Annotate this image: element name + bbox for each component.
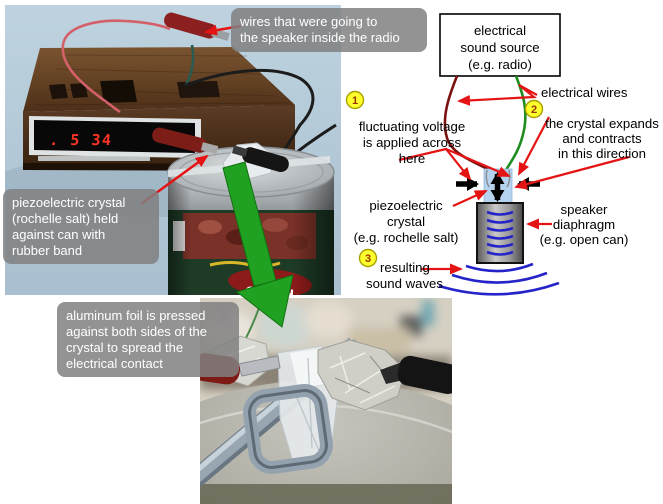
clock-digits: . 5 34	[49, 131, 113, 149]
step-circles: 1 2 3	[345, 90, 544, 268]
step2-line2: and contracts	[562, 131, 642, 146]
radio-slot	[177, 81, 220, 98]
step1-line2: is applied across	[363, 135, 462, 150]
crystal-caption-line4: rubber band	[12, 242, 83, 258]
foil-caption-line1: aluminum foil is pressed	[66, 308, 206, 323]
crystal-rect	[483, 168, 513, 207]
foil-caption-line4: electrical contact	[66, 355, 163, 371]
step3-line1: resulting	[380, 260, 430, 275]
diaphragm-cylinder	[476, 202, 524, 264]
crystal-label-line1: piezoelectric	[369, 198, 443, 213]
arrow-voltage-right	[445, 147, 511, 178]
crystal-label-line3: (e.g. rochelle salt)	[354, 230, 459, 245]
step-number-2: 2	[531, 104, 537, 116]
annotation-arrows	[398, 84, 630, 275]
crystal-caption-label: piezoelectric crystal (rochelle salt) he…	[3, 189, 159, 265]
step-circle-2	[524, 99, 544, 119]
crystal-caption-line1: piezoelectric crystal	[12, 195, 126, 210]
step1-line3: here	[399, 151, 425, 166]
foil-caption-label: aluminum foil is pressed against both si…	[57, 302, 239, 378]
step1-line1: fluctuating voltage	[359, 119, 465, 134]
source-box-line1: electrical	[474, 23, 526, 38]
wire-green	[504, 75, 527, 171]
step-number-1: 1	[352, 95, 358, 107]
clock-display	[34, 120, 195, 153]
schematic-diagram: electrical sound source (e.g. radio)	[345, 13, 659, 296]
motion-arrows	[456, 172, 540, 202]
vibration-lines	[486, 210, 514, 256]
foil-caption-line2: against both sides of the	[66, 323, 207, 339]
wires-caption-line2: the speaker inside the radio	[240, 29, 400, 45]
wires-caption-label: wires that were going to the speaker ins…	[231, 8, 427, 52]
sound-source-box	[439, 13, 561, 77]
black-clip-on-can	[231, 145, 289, 173]
source-box-line3: (e.g. radio)	[468, 57, 532, 72]
step3-line2: sound waves	[366, 276, 443, 291]
source-box-line2: sound source	[460, 40, 539, 55]
diaphragm-label-line3: (e.g. open can)	[540, 232, 629, 247]
arrow-direction-short	[518, 116, 550, 176]
electrical-wires-label: electrical wires	[541, 85, 628, 100]
arrow-electrical-wires	[457, 84, 538, 106]
wires-caption-line1: wires that were going to	[240, 14, 378, 29]
black-wire-loop	[185, 68, 315, 161]
crystal-caption-line2: (rochelle salt) held	[12, 210, 119, 226]
diaphragm-label-line1: speaker	[561, 202, 609, 217]
crystal-label-line2: crystal	[387, 214, 425, 229]
step2-line1: the crystal expands	[545, 116, 659, 131]
radio-speaker-opening	[100, 80, 137, 103]
foil-caption-line3: crystal to spread the	[66, 339, 184, 355]
red-speaker-wire	[61, 19, 171, 114]
crystal-caption-line3: against can with	[12, 226, 106, 242]
diaphragm-label-line2: diaphragm	[553, 217, 615, 232]
sound-wave-arcs	[438, 262, 560, 296]
teal-speaker-wire	[184, 44, 195, 86]
radio-vent-slot	[70, 83, 88, 98]
handle-loop	[243, 384, 333, 474]
step2-line3: in this direction	[558, 146, 646, 161]
arrow-voltage-left	[398, 147, 472, 181]
arrow-crystal-label	[452, 189, 488, 208]
arrow-direction-long	[514, 155, 630, 190]
wire-dark-red	[443, 75, 490, 172]
radio-vent-slot	[49, 84, 68, 99]
step-number-3: 3	[365, 253, 371, 265]
step-circle-3	[358, 248, 378, 268]
display-caption-strip	[38, 156, 150, 161]
black-probe-clip	[380, 355, 452, 394]
red-clip-on-can	[152, 127, 219, 154]
step-circle-1	[345, 90, 365, 110]
